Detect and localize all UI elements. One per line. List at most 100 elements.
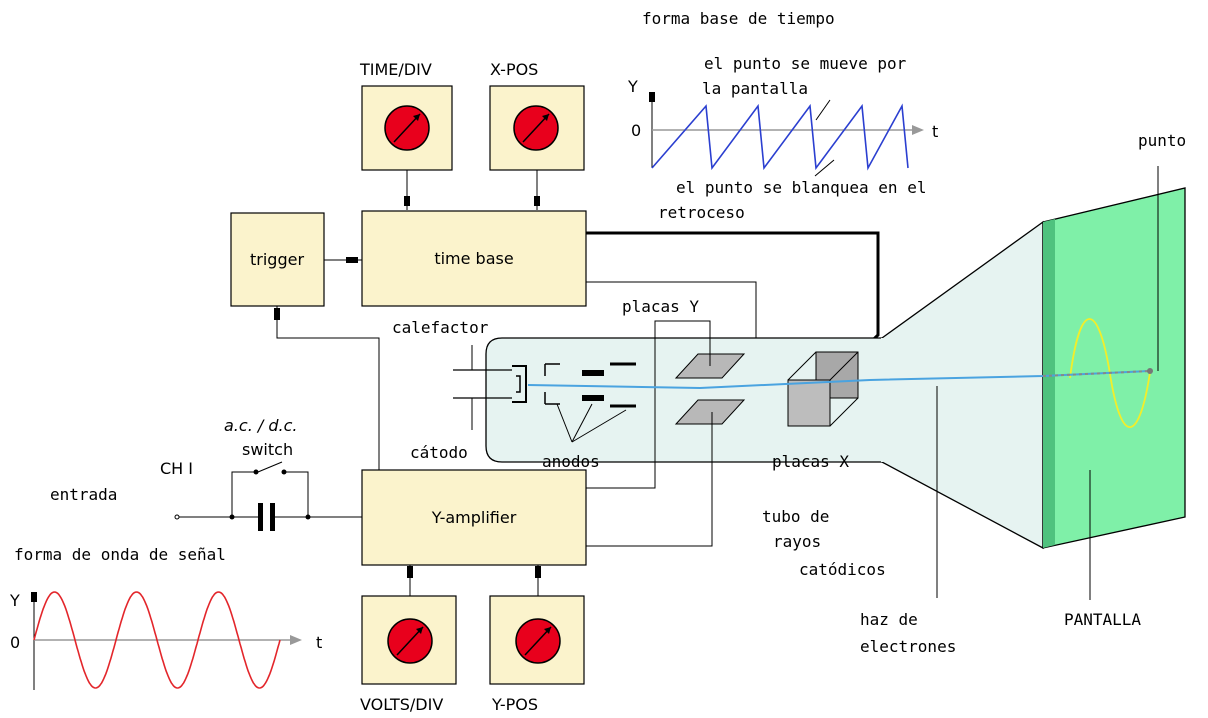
trigger-block: trigger — [230, 212, 325, 307]
beam-spot — [1147, 368, 1153, 374]
switch-blade[interactable] — [257, 461, 283, 473]
knob-x-pos[interactable]: X-POS — [489, 60, 585, 171]
anodos-label: anodos — [542, 452, 600, 471]
timebase-y-label: Y — [627, 77, 638, 96]
timebase-graph: forma base de tiempo Y 0 t el punto se m… — [627, 9, 938, 222]
switch-contact-left — [253, 469, 259, 475]
signal-y-axis-cap — [31, 592, 37, 602]
timebase-sawtooth — [651, 103, 909, 171]
switch-contact-right — [281, 469, 287, 475]
wire-x-pos-arrow — [534, 196, 540, 206]
annotation-move-pointer — [815, 99, 831, 121]
wire-yamp-trigger-arrow — [274, 308, 280, 320]
y-plate-bottom — [674, 399, 746, 425]
time-base-block: time base — [361, 210, 587, 307]
signal-graph: forma de onda de señal Y 0 t — [9, 545, 322, 690]
trigger-label: trigger — [250, 250, 304, 269]
knob-x-pos-label: X-POS — [490, 60, 538, 79]
knob-volts-div-label: VOLTS/DIV — [360, 695, 443, 714]
anodos-pointer-1 — [556, 403, 573, 443]
knob-y-pos-label: Y-POS — [491, 695, 538, 714]
y-plates — [586, 320, 746, 547]
switch-label-line1: a.c. / d.c. — [224, 416, 297, 435]
signal-t-label: t — [316, 633, 322, 652]
placas-x-label: placas X — [772, 452, 849, 471]
knob-time-div-needle — [393, 113, 421, 143]
trigger-box — [230, 212, 325, 307]
annotation-move-line1: el punto se mueve por — [704, 54, 907, 73]
anodos-pointer-2 — [571, 403, 593, 443]
wire-y-pos-arrow — [535, 566, 541, 578]
knob-volts-div[interactable]: VOLTS/DIV — [360, 595, 457, 714]
screen-face — [1042, 187, 1186, 549]
anode-2-bottom — [582, 395, 604, 401]
haz-line1: haz de — [860, 610, 918, 629]
input-network: entrada CH I a.c. / d.c. switch — [50, 416, 362, 531]
punto-label: punto — [1138, 131, 1186, 150]
wire-yplate-top — [586, 320, 711, 489]
knob-volts-div-needle-tip — [416, 627, 423, 634]
y-amplifier-box — [361, 469, 587, 566]
node-left — [229, 514, 235, 520]
timebase-zero-label: 0 — [631, 121, 641, 140]
channel-label: CH I — [160, 459, 193, 478]
knob-y-pos-needle-tip — [544, 627, 551, 634]
tubo-line3: catódicos — [799, 560, 886, 579]
catodo-label: cátodo — [410, 443, 468, 462]
node-right — [305, 514, 311, 520]
annotation-blank-pointer — [814, 159, 835, 177]
knob-y-pos[interactable]: Y-POS — [489, 595, 585, 714]
tubo-line1: tubo de — [762, 507, 829, 526]
pantalla-label: PANTALLA — [1064, 610, 1141, 629]
screen-edge — [1043, 219, 1055, 548]
knob-time-div-needle-tip — [413, 114, 420, 121]
anode-2-top — [582, 370, 604, 376]
heater-filament — [516, 375, 521, 393]
x-plate-front — [787, 379, 831, 427]
timebase-t-arrow — [912, 125, 924, 135]
electron-beam — [527, 370, 1149, 390]
tubo-line2: rayos — [773, 532, 821, 551]
wire-time-div-arrow — [404, 196, 410, 206]
wire-trigger-arrow — [346, 257, 358, 263]
wire-yplate-bottom — [586, 412, 713, 547]
placas-y-label: placas Y — [622, 297, 699, 316]
annotation-blank-line2: retroceso — [658, 203, 745, 222]
screen-trace — [1069, 318, 1151, 428]
timebase-title: forma base de tiempo — [642, 9, 835, 28]
switch-label-line2: switch — [242, 440, 293, 459]
y-amplifier-label: Y-amplifier — [431, 508, 517, 527]
signal-y-label: Y — [9, 591, 20, 610]
anodos-pointer-3 — [571, 409, 627, 443]
timebase-t-label: t — [932, 122, 938, 141]
annotation-move-line2: la pantalla — [702, 79, 808, 98]
time-base-box — [361, 210, 587, 307]
entrada-label: entrada — [50, 485, 117, 504]
capacitor-plate-left — [258, 503, 263, 531]
signal-zero-label: 0 — [10, 633, 20, 652]
capacitor-plate-right — [270, 503, 275, 531]
knob-time-div[interactable]: TIME/DIV — [359, 60, 453, 171]
signal-t-arrow — [290, 635, 302, 645]
knob-x-pos-needle-tip — [542, 114, 549, 121]
y-amplifier-block: Y-amplifier — [361, 469, 587, 566]
timebase-y-axis-cap — [649, 92, 655, 102]
time-base-label: time base — [434, 249, 513, 268]
wire-yamp-trigger — [276, 306, 380, 470]
crt-screen — [1042, 187, 1186, 549]
switch-wire-left — [231, 471, 256, 517]
anodes — [544, 362, 636, 443]
annotation-blank-line1: el punto se blanquea en el — [676, 178, 926, 197]
x-plates — [787, 351, 859, 427]
signal-title: forma de onda de señal — [14, 545, 226, 564]
switch-wire-right — [284, 471, 309, 517]
signal-sine-wave — [33, 591, 281, 689]
x-plate-edges — [787, 351, 859, 427]
knob-time-div-label: TIME/DIV — [359, 60, 432, 79]
haz-line2: electrones — [860, 637, 956, 656]
cathode-cup — [512, 365, 527, 403]
wire-volts-div-arrow — [407, 566, 413, 578]
cathode-assembly — [453, 345, 527, 430]
calefactor-label: calefactor — [392, 318, 489, 337]
